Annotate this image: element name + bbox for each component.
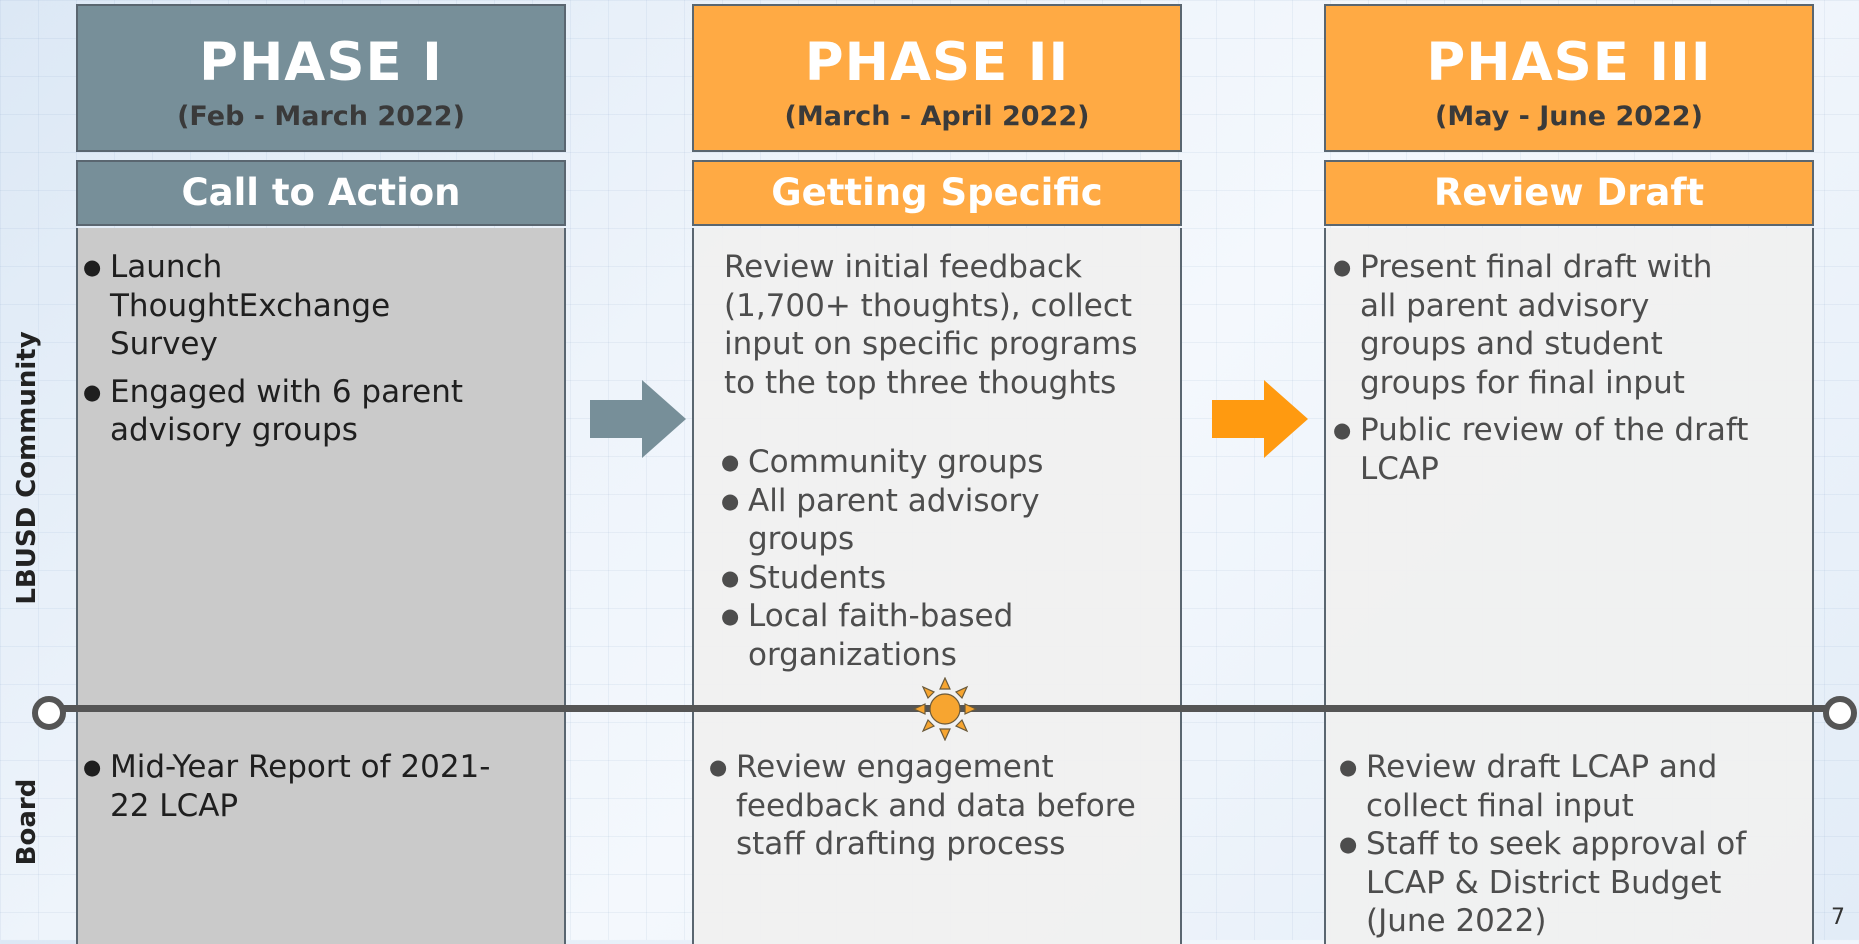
phase-3-title: PHASE III xyxy=(1426,32,1712,93)
phase-1-header: PHASE I (Feb - March 2022) xyxy=(76,4,566,152)
sun-icon xyxy=(913,677,977,741)
list-item: Students xyxy=(718,559,1138,598)
list-item: Mid-Year Report of 2021-22 LCAP xyxy=(80,748,500,825)
phase-2-column: PHASE II (March - April 2022) Getting Sp… xyxy=(692,4,1182,944)
list-item: Review engagement feedback and data befo… xyxy=(706,748,1136,864)
phase-3-community-list: Present final draft with all parent advi… xyxy=(1330,248,1750,488)
list-item: Public review of the draft LCAP xyxy=(1330,411,1750,488)
board-row-label: Board xyxy=(12,778,42,866)
phase-2-subtitle: Getting Specific xyxy=(692,160,1182,226)
right-arrow-icon xyxy=(590,380,686,458)
phase-3-board-list: Review draft LCAP and collect final inpu… xyxy=(1336,748,1776,941)
list-item: All parent advisory groups xyxy=(718,482,1138,559)
phase-3-dates: (May - June 2022) xyxy=(1435,101,1703,132)
timeline-start-marker xyxy=(32,696,66,730)
page-number: 7 xyxy=(1831,905,1845,930)
list-item: Engaged with 6 parent advisory groups xyxy=(80,373,500,450)
phase-1-body: Launch ThoughtExchange Survey Engaged wi… xyxy=(76,228,566,944)
list-item: Launch ThoughtExchange Survey xyxy=(80,248,500,364)
phase-1-board-list: Mid-Year Report of 2021-22 LCAP xyxy=(80,748,500,825)
phase-3-subtitle: Review Draft xyxy=(1324,160,1814,226)
list-item: Review draft LCAP and collect final inpu… xyxy=(1336,748,1776,825)
list-item: Staff to seek approval of LCAP & Distric… xyxy=(1336,825,1776,941)
list-item: Community groups xyxy=(718,443,1138,482)
phase-2-title: PHASE II xyxy=(804,32,1070,93)
phase-2-header: PHASE II (March - April 2022) xyxy=(692,4,1182,152)
right-arrow-icon xyxy=(1212,380,1308,458)
phase-2-community-list: Community groups All parent advisory gro… xyxy=(718,443,1138,674)
list-item: Present final draft with all parent advi… xyxy=(1330,248,1750,402)
phase-1-column: PHASE I (Feb - March 2022) Call to Actio… xyxy=(76,4,566,944)
phase-2-dates: (March - April 2022) xyxy=(784,101,1090,132)
community-row-label: LBUSD Community xyxy=(12,331,42,605)
phase-2-board-list: Review engagement feedback and data befo… xyxy=(706,748,1136,864)
phase-1-title: PHASE I xyxy=(199,32,443,93)
phase-1-dates: (Feb - March 2022) xyxy=(177,101,465,132)
phase-3-header: PHASE III (May - June 2022) xyxy=(1324,4,1814,152)
phase-1-subtitle: Call to Action xyxy=(76,160,566,226)
phase-3-column: PHASE III (May - June 2022) Review Draft… xyxy=(1324,4,1814,944)
phase-3-body: Present final draft with all parent advi… xyxy=(1324,228,1814,944)
list-item: Local faith-based organizations xyxy=(718,597,1138,674)
phase-2-intro-text: Review initial feedback (1,700+ thoughts… xyxy=(724,249,1138,401)
timeline-end-marker xyxy=(1823,696,1857,730)
phase-1-community-list: Launch ThoughtExchange Survey Engaged wi… xyxy=(80,248,500,450)
phase-2-body: Review initial feedback (1,700+ thoughts… xyxy=(692,228,1182,944)
